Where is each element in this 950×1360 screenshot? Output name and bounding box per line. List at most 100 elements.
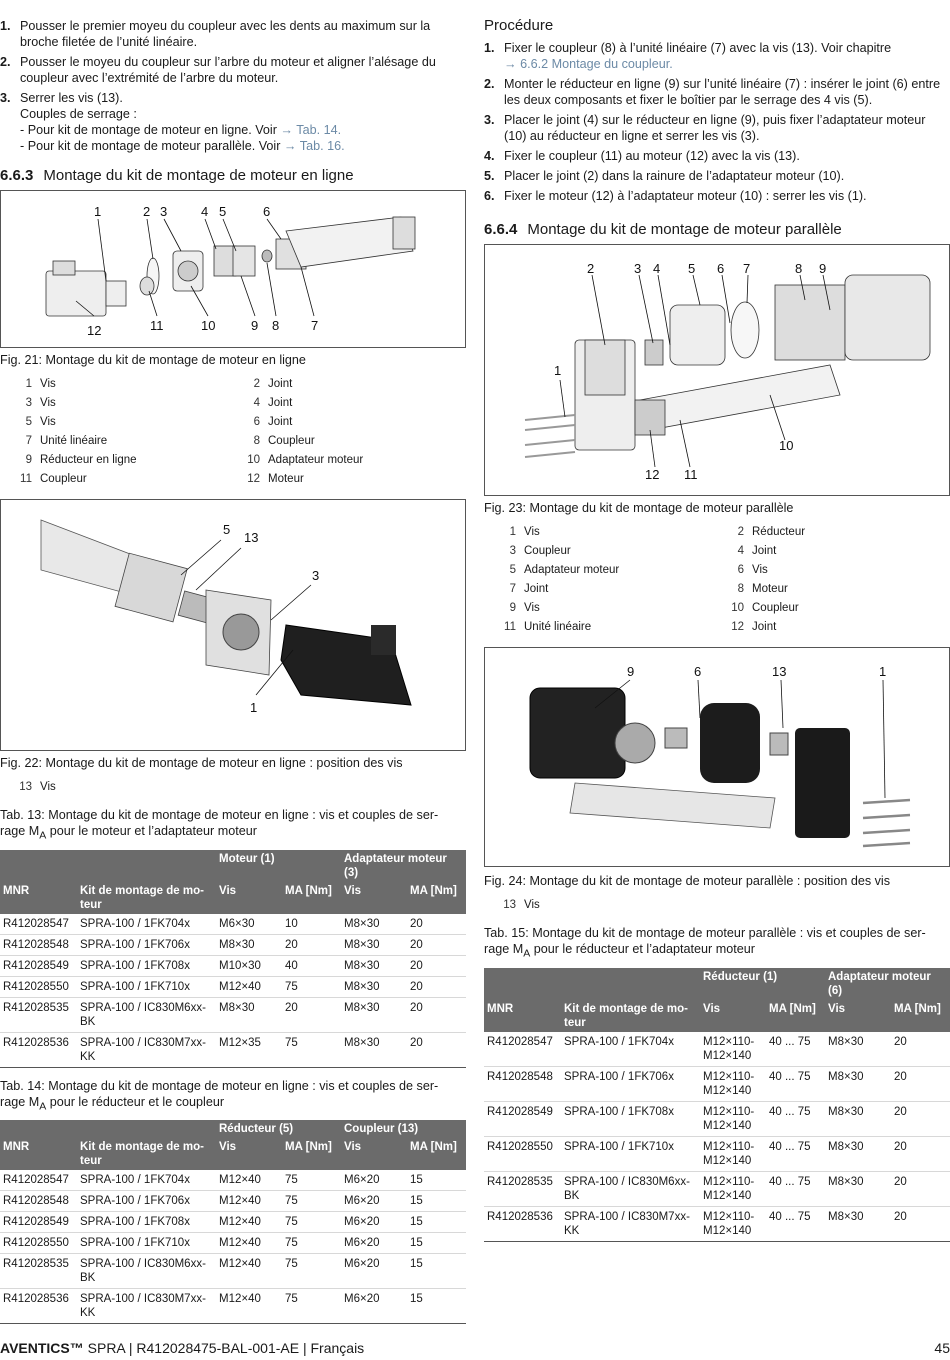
column-header: Kit de montage de mo-teur bbox=[561, 999, 700, 1032]
table-cell: R412028549 bbox=[0, 1211, 77, 1234]
step-text: Fixer le coupleur (8) à l’unité linéaire… bbox=[504, 41, 892, 55]
callout-label: 4 bbox=[653, 261, 661, 276]
table-cell: SPRA-100 / 1FK706x bbox=[561, 1066, 700, 1102]
table-cell: 40 ... 75 bbox=[766, 1066, 825, 1102]
group-header: Adaptateur moteur (3) bbox=[341, 849, 466, 882]
table-cell: M8×30 bbox=[341, 1032, 407, 1068]
caption-text: Tab. 14: Montage du kit de montage de mo… bbox=[0, 1078, 439, 1093]
legend-value: Vis bbox=[40, 397, 56, 409]
right-steps: 1.Fixer le coupleur (8) à l’unité linéai… bbox=[484, 40, 950, 204]
column-header: Vis bbox=[216, 881, 282, 914]
table-cell: 10 bbox=[282, 913, 341, 935]
step-text: Placer le joint (4) sur le réducteur en … bbox=[504, 113, 926, 143]
callout-label: 6 bbox=[717, 261, 725, 276]
legend-key: 5 bbox=[509, 564, 516, 576]
legend-value: Vis bbox=[524, 899, 540, 911]
table-cell: 20 bbox=[407, 955, 466, 977]
step-text: Monter le réducteur en ligne (9) sur l’u… bbox=[504, 77, 941, 107]
page-footer: AVENTICS™ SPRA | R412028475-BAL-001-AE |… bbox=[0, 1340, 950, 1356]
legend-key: 9 bbox=[509, 602, 516, 614]
table-cell: 40 ... 75 bbox=[766, 1171, 825, 1207]
step-item: 1.Fixer le coupleur (8) à l’unité linéai… bbox=[484, 40, 950, 72]
table-cell: 15 bbox=[407, 1253, 466, 1290]
legend-key: 8 bbox=[737, 583, 744, 595]
table-cell: 40 bbox=[282, 955, 341, 977]
legend-value: Vis bbox=[40, 378, 56, 390]
legend-value: Vis bbox=[752, 564, 768, 576]
table-cell: R412028550 bbox=[0, 976, 77, 998]
table-cell: 75 bbox=[282, 1170, 341, 1192]
inline-motor-exploded-drawing bbox=[45, 216, 416, 317]
figure-24-caption: Fig. 24: Montage du kit de montage de mo… bbox=[484, 874, 891, 888]
table-cell: 40 ... 75 bbox=[766, 1031, 825, 1067]
step-number: 5. bbox=[484, 169, 495, 183]
figure-21: 1 2 3 4 5 6 12 11 10 9 8 7 bbox=[0, 190, 466, 348]
step-item: 4.Fixer le coupleur (11) au moteur (12) … bbox=[484, 148, 950, 164]
table-cell: R412028549 bbox=[0, 955, 77, 977]
tab14-link[interactable]: → Tab. 14. bbox=[280, 123, 342, 137]
table-cell: 15 bbox=[407, 1170, 466, 1192]
table-cell: M12×40 bbox=[216, 976, 282, 998]
callout-label: 12 bbox=[87, 323, 102, 338]
column-header: Vis bbox=[216, 1138, 282, 1171]
table-cell: R412028547 bbox=[484, 1031, 561, 1067]
table-cell: 15 bbox=[407, 1232, 466, 1255]
callout-label: 6 bbox=[263, 204, 271, 219]
legend-value: Adaptateur moteur bbox=[268, 454, 364, 466]
step-item: 1.Pousser le premier moyeu du coupleur a… bbox=[0, 18, 466, 50]
table-cell: M6×20 bbox=[341, 1288, 407, 1325]
left-steps: 1.Pousser le premier moyeu du coupleur a… bbox=[0, 18, 466, 154]
legend-value: Vis bbox=[524, 526, 540, 538]
table-cell: M8×30 bbox=[341, 955, 407, 977]
group-header: Adaptateur moteur (6) bbox=[825, 967, 950, 1000]
chapter-link[interactable]: → 6.6.2 Montage du coupleur. bbox=[504, 57, 673, 71]
legend-value: Joint bbox=[524, 583, 549, 595]
caption-text: Tab. 15: Montage du kit de montage de mo… bbox=[484, 926, 926, 940]
tab16-link[interactable]: → Tab. 16. bbox=[283, 139, 345, 153]
table-cell: SPRA-100 / 1FK710x bbox=[561, 1136, 700, 1172]
callout-label: 11 bbox=[684, 467, 698, 482]
callout-label: 3 bbox=[634, 261, 642, 276]
legend-value: Vis bbox=[524, 602, 540, 614]
table-cell: SPRA-100 / IC830M6xx-BK bbox=[561, 1171, 700, 1207]
table-cell: 15 bbox=[407, 1211, 466, 1234]
column-header: Kit de montage de mo-teur bbox=[77, 881, 216, 914]
legend-value: Unité linéaire bbox=[524, 621, 592, 633]
table-cell: SPRA-100 / IC830M6xx-BK bbox=[77, 1253, 216, 1290]
callout-label: 11 bbox=[150, 318, 164, 333]
caption-text: pour le moteur et l’adaptateur moteur bbox=[46, 824, 257, 838]
table-cell: M8×30 bbox=[341, 934, 407, 956]
table-cell: 40 ... 75 bbox=[766, 1206, 825, 1242]
table-cell: M10×30 bbox=[216, 955, 282, 977]
table-cell: 20 bbox=[282, 934, 341, 956]
column-header: Vis bbox=[825, 999, 891, 1032]
legend-key: 6 bbox=[253, 416, 260, 428]
table-cell: SPRA-100 / IC830M7xx-KK bbox=[77, 1032, 216, 1068]
callout-label: 9 bbox=[627, 664, 635, 679]
column-header: MNR bbox=[0, 1138, 77, 1171]
step-number: 2. bbox=[484, 77, 495, 91]
legend-key: 3 bbox=[509, 545, 516, 557]
table-cell: M6×20 bbox=[341, 1232, 407, 1255]
table-cell: 15 bbox=[407, 1288, 466, 1325]
column-header: MA [Nm] bbox=[766, 999, 825, 1032]
legend-value: Coupleur bbox=[752, 602, 799, 614]
tab15-table: Réducteur (1) Adaptateur moteur (6) MNR … bbox=[484, 967, 950, 1242]
table-cell: SPRA-100 / 1FK708x bbox=[77, 1211, 216, 1234]
legend-value: Unité linéaire bbox=[40, 435, 108, 447]
figure-23-caption: Fig. 23: Montage du kit de montage de mo… bbox=[484, 501, 794, 515]
legend-key: 10 bbox=[731, 602, 744, 614]
column-header: MA [Nm] bbox=[282, 1138, 341, 1171]
legend-key: 13 bbox=[19, 781, 32, 793]
